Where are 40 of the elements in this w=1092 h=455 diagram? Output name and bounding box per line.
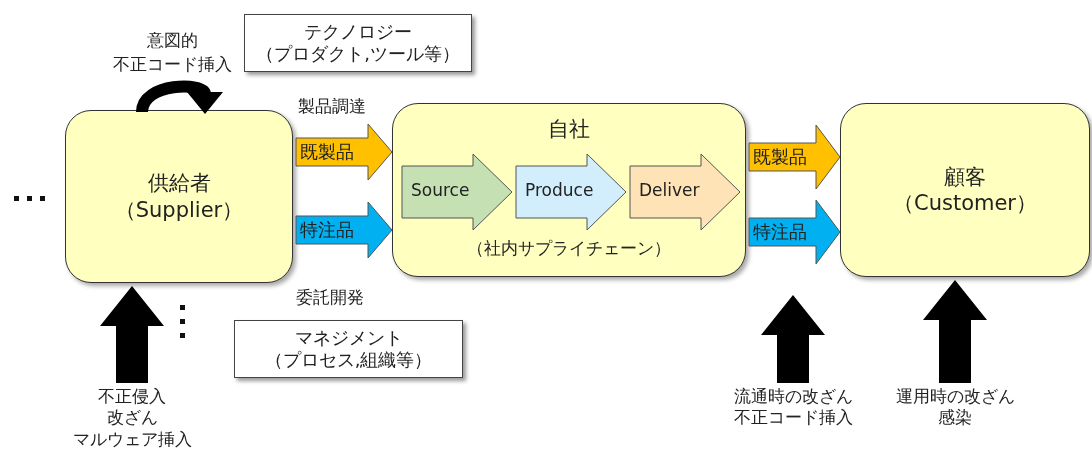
block-arrow — [761, 295, 825, 383]
box-title: 供給者 — [147, 170, 211, 197]
box-caption: （社内サプライチェーン） — [466, 238, 672, 260]
threat-label: 運用時の改ざん — [895, 386, 1015, 408]
block-arrow — [100, 286, 164, 383]
edge-label: 特注品 — [753, 220, 807, 244]
annotation-text: 委託開発 — [295, 287, 365, 309]
box-title: 自社 — [547, 116, 591, 143]
process-step — [515, 153, 627, 231]
annotation-text: 意図的 — [145, 30, 199, 52]
edge-label: 既製品 — [300, 140, 354, 164]
threat-label: 不正コード挿入 — [733, 407, 853, 429]
threat-label: 不正侵入 — [98, 386, 166, 408]
box-subtitle: （Supplier） — [114, 196, 244, 223]
arrow — [136, 80, 221, 114]
supplier-box — [65, 110, 293, 283]
box-subtitle: （Customer） — [893, 190, 1037, 217]
note-title: マネジメント — [294, 326, 403, 349]
threat-label: 改ざん — [106, 407, 158, 429]
note-box — [234, 320, 463, 378]
annotation-text: 製品調達 — [297, 96, 367, 118]
note-title: テクノロジー — [304, 20, 412, 43]
step-label: Produce — [525, 180, 594, 200]
process-step — [629, 153, 741, 231]
edge-label: 特注品 — [300, 218, 354, 242]
block-arrow — [923, 280, 987, 383]
edge-label: 既製品 — [753, 145, 807, 169]
note-subtitle: （プロセス,組織等） — [264, 349, 433, 372]
process-step — [401, 153, 513, 231]
box-title: 顧客 — [944, 163, 986, 190]
threat-label: マルウェア挿入 — [72, 428, 192, 450]
threat-label: 流通時の改ざん — [733, 386, 853, 408]
threat-label: 感染 — [938, 407, 972, 429]
note-subtitle: （プロダクト,ツール等） — [256, 43, 460, 66]
company-box — [392, 103, 746, 277]
step-label: Deliver — [639, 180, 700, 200]
annotation-text: 不正コード挿入 — [111, 54, 233, 76]
note-box — [244, 14, 472, 72]
customer-box — [840, 103, 1090, 277]
step-label: Source — [411, 180, 470, 200]
